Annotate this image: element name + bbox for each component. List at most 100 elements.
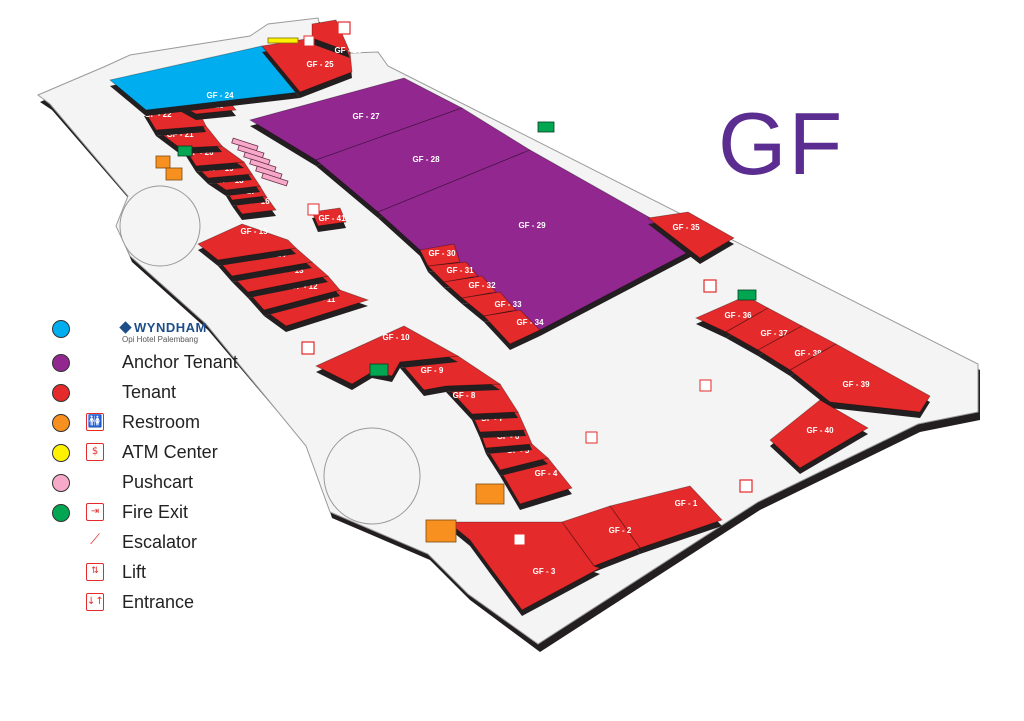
- unit-gf-40[interactable]: [769, 399, 869, 469]
- unit-label: GF - 40: [806, 426, 834, 435]
- unit-label: GF - 21: [166, 130, 194, 139]
- fire-exit-icon: [737, 289, 757, 301]
- tenant-swatch: [52, 384, 70, 402]
- unit-label: GF - 32: [468, 281, 496, 290]
- unit-gf-30[interactable]: [419, 243, 461, 267]
- legend-row-lift: ⇅ Lift: [52, 562, 282, 586]
- pushcart-group: [231, 137, 289, 187]
- legend-tenant-label: Tenant: [122, 382, 177, 402]
- unit-gf-33[interactable]: [461, 291, 517, 317]
- legend-lift-label: Lift: [122, 562, 147, 582]
- unit-gf-39[interactable]: [789, 343, 931, 413]
- legend-row-hotel: WYNDHAM Opi Hotel Palembang: [52, 318, 282, 344]
- unit-label: GF - 33: [494, 300, 522, 309]
- lift-icon: [303, 35, 315, 47]
- hotel-swatch: [52, 320, 70, 338]
- unit-label: GF - 37: [760, 329, 788, 338]
- restroom-swatch: [52, 414, 70, 432]
- wyndham-logo: WYNDHAM Opi Hotel Palembang: [119, 320, 207, 344]
- unit-gf-31[interactable]: [427, 261, 479, 283]
- unit-label: GF - 27: [352, 112, 380, 121]
- fire-exit-icon: [369, 363, 389, 377]
- legend-row-fire-exit: ⇥ Fire Exit: [52, 502, 282, 526]
- restroom-area: [165, 167, 183, 181]
- legend-entrance-label: Entrance: [122, 592, 195, 612]
- restroom-area: [425, 519, 457, 543]
- unit-gf-15[interactable]: [197, 223, 297, 261]
- atm-icon: [267, 37, 299, 44]
- unit-label: GF - 2: [609, 526, 632, 535]
- legend-anchor-label: Anchor Tenant: [122, 352, 238, 372]
- entrance-icon: [337, 21, 351, 35]
- unit-label: GF - 24: [206, 91, 234, 100]
- unit-label: GF - 31: [446, 266, 474, 275]
- unit-label: GF - 41: [318, 214, 346, 223]
- unit-gf-35[interactable]: [647, 211, 735, 259]
- escalator-icon: [699, 379, 712, 392]
- hotel-brand-name: WYNDHAM: [134, 320, 207, 335]
- unit-label: GF - 28: [412, 155, 440, 164]
- unit-label: GF - 29: [518, 221, 546, 230]
- legend-row-escalator: ⟋ Escalator: [52, 532, 282, 556]
- units-layer: GF - 1GF - 2GF - 3GF - 4GF - 5GF - 6GF -…: [109, 19, 931, 616]
- fire-exit-icon: [537, 121, 555, 133]
- entrance-icon: [703, 279, 717, 293]
- unit-label: GF - 36: [724, 311, 752, 320]
- legend-atm-label: ATM Center: [122, 442, 218, 462]
- hotel-subtitle: Opi Hotel Palembang: [122, 335, 199, 344]
- legend-row-pushcart: Pushcart: [52, 472, 282, 496]
- unit-label: GF - 25: [306, 60, 334, 69]
- unit-label: GF - 39: [842, 380, 870, 389]
- pushcart-swatch: [52, 474, 70, 492]
- legend-row-entrance: ↓↑ Entrance: [52, 592, 282, 616]
- entrance-icon: [739, 479, 753, 493]
- unit-label: GF - 15: [240, 227, 268, 236]
- unit-gf-29[interactable]: [377, 149, 701, 331]
- lift-icon: ⇅: [86, 563, 104, 581]
- escalator-icon: [307, 203, 320, 216]
- legend-row-tenant: Tenant: [52, 382, 282, 406]
- unit-gf-41[interactable]: [311, 207, 347, 227]
- legend-row-atm: $ ATM Center: [52, 442, 282, 466]
- facilities-layer: [155, 21, 757, 546]
- pushcart: [261, 172, 289, 187]
- unit-label: GF - 9: [421, 366, 444, 375]
- fire-exit-icon: ⇥: [86, 503, 104, 521]
- wyndham-mark-icon: [119, 321, 132, 334]
- escalator-icon: [513, 533, 526, 546]
- legend-restroom-label: Restroom: [122, 412, 201, 432]
- unit-gf-3[interactable]: [446, 521, 602, 611]
- escalator-icon: ⟋: [90, 532, 100, 548]
- atm-swatch: [52, 444, 70, 462]
- unit-label: GF - 8: [453, 391, 476, 400]
- unit-label: GF - 1: [675, 499, 698, 508]
- legend-row-restroom: 🚻 Restroom: [52, 412, 282, 436]
- legend-fire-exit-label: Fire Exit: [122, 502, 189, 522]
- atm-icon: $: [86, 443, 104, 461]
- legend-escalator-label: Escalator: [122, 532, 198, 552]
- unit-gf-26[interactable]: [311, 19, 351, 53]
- unit-label: GF - 3: [533, 567, 556, 576]
- unit-gf-34[interactable]: [483, 309, 541, 345]
- unit-gf-32[interactable]: [443, 275, 497, 299]
- legend-row-anchor: Anchor Tenant: [52, 352, 282, 376]
- floor-title: GF: [718, 94, 845, 193]
- anchor-swatch: [52, 354, 70, 372]
- fire-exit-swatch: [52, 504, 70, 522]
- unit-label: GF - 38: [794, 349, 822, 358]
- entrance-icon: ↓↑: [86, 593, 104, 611]
- entrance-icon: [301, 341, 315, 355]
- unit-gf-10[interactable]: [315, 325, 460, 385]
- restroom-icon: 🚻: [86, 413, 104, 431]
- legend-pushcart-label: Pushcart: [122, 472, 194, 492]
- unit-label: GF - 34: [516, 318, 544, 327]
- restroom-area: [475, 483, 505, 505]
- escalator-icon: [585, 431, 598, 444]
- fire-exit-icon: [177, 145, 193, 157]
- unit-label: GF - 10: [382, 333, 410, 342]
- unit-label: GF - 30: [428, 249, 456, 258]
- unit-label: GF - 26: [334, 46, 362, 55]
- unit-label: GF - 4: [535, 469, 558, 478]
- unit-label: GF - 35: [672, 223, 700, 232]
